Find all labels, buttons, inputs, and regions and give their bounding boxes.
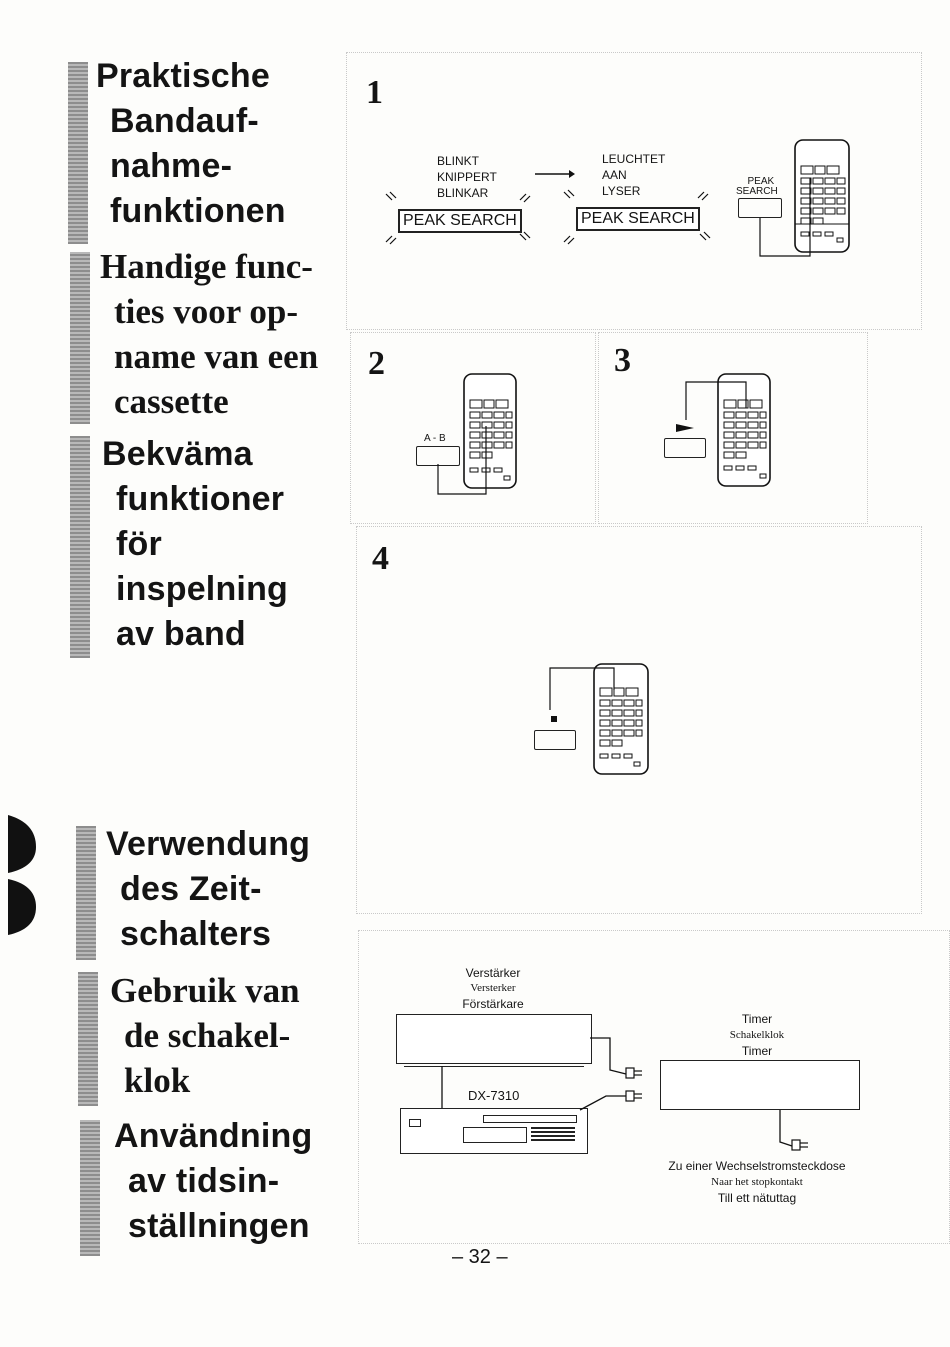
- heading-line: de schakel-: [124, 1016, 291, 1055]
- peak-search-button[interactable]: [738, 198, 782, 218]
- heading-line: inspelning: [116, 570, 288, 608]
- remote-control-icon: [685, 373, 771, 487]
- page-number: – 32 –: [452, 1246, 508, 1268]
- heading-bar: [68, 62, 88, 244]
- panel-step3: [598, 332, 868, 524]
- button-label-line: PEAK: [747, 176, 775, 187]
- heading-line: av band: [116, 615, 246, 653]
- heading-swedish-timer: Användning av tidsin- ställningen: [114, 1114, 312, 1249]
- remote-control-icon: [437, 373, 517, 495]
- panel-step2: [350, 332, 596, 524]
- panel-step1: [346, 52, 922, 330]
- step-number: 2: [368, 345, 385, 382]
- lit-label: LEUCHTET: [602, 152, 666, 166]
- heading-line: cassette: [114, 382, 229, 421]
- heading-line: klok: [124, 1061, 191, 1100]
- heading-swedish-recording: Bekväma funktioner för inspelning av ban…: [102, 432, 288, 657]
- blink-label: BLINKT: [437, 154, 480, 168]
- heading-bar: [78, 972, 98, 1106]
- label-line: Versterker: [470, 982, 516, 994]
- label-line: Timer: [741, 1012, 773, 1026]
- step-number: 1: [366, 74, 383, 111]
- heading-dutch-recording: Handige func- ties voor op- name van een…: [100, 244, 318, 424]
- display-lit: PEAK SEARCH: [576, 207, 700, 231]
- amplifier-base: [404, 1062, 584, 1067]
- label-line: Till ett nätuttag: [717, 1191, 797, 1205]
- power-cable-diagram: [441, 1037, 808, 1151]
- heading-bar: [80, 1120, 100, 1256]
- label-line: Förstärkare: [462, 997, 524, 1011]
- heading-line: ställningen: [128, 1207, 310, 1245]
- deck-model-label: DX-7310: [468, 1088, 520, 1103]
- lit-label: AAN: [602, 168, 627, 182]
- heading-line: av tidsin-: [128, 1162, 280, 1200]
- blink-rays-icon: [385, 191, 531, 245]
- button-label-line: SEARCH: [736, 186, 778, 197]
- label-line: Naar het stopkontakt: [711, 1176, 803, 1188]
- label-line: Verstärker: [465, 966, 521, 980]
- blink-label: KNIPPERT: [437, 170, 497, 184]
- timer-unit: [660, 1060, 860, 1110]
- heading-line: funktionen: [110, 192, 286, 230]
- blink-label: BLINKAR: [437, 186, 489, 200]
- lit-rays-icon: [563, 189, 711, 245]
- heading-line: funktioner: [116, 480, 285, 518]
- step-number: 4: [372, 540, 389, 577]
- remote-control-icon: [549, 663, 649, 775]
- section-tab-marker: [8, 815, 38, 935]
- heading-line: Gebruik van: [110, 971, 300, 1010]
- stop-icon: [551, 716, 557, 722]
- heading-bar: [76, 826, 96, 960]
- timer-label: Timer Schakelklok Timer: [722, 1011, 792, 1059]
- amplifier-unit: [396, 1014, 592, 1064]
- remote-control-icon: [759, 139, 850, 257]
- lit-label: LYSER: [602, 184, 641, 198]
- label-line: Zu einer Wechselstromsteckdose: [668, 1159, 846, 1173]
- heading-dutch-timer: Gebruik van de schakel- klok: [110, 968, 300, 1103]
- heading-bar: [70, 252, 90, 424]
- heading-line: des Zeit-: [120, 870, 262, 908]
- peak-search-button-label: PEAK SEARCH: [736, 177, 778, 197]
- heading-line: nahme-: [110, 147, 233, 185]
- play-button[interactable]: [664, 438, 706, 458]
- panel-step4: [356, 526, 922, 914]
- heading-line: ties voor op-: [114, 292, 299, 331]
- step-number: 3: [614, 342, 631, 379]
- heading-line: Praktische: [96, 57, 270, 95]
- display-blinking: PEAK SEARCH: [398, 209, 522, 233]
- label-line: Schakelklok: [729, 1029, 785, 1041]
- heading-bar: [70, 436, 90, 658]
- heading-line: schalters: [120, 915, 272, 953]
- outlet-label: Zu einer Wechselstromsteckdose Naar het …: [662, 1158, 852, 1206]
- cassette-deck-unit: [400, 1108, 588, 1154]
- heading-german-timer: Verwendung des Zeit- schalters: [106, 822, 310, 957]
- heading-line: Bandauf-: [110, 102, 259, 140]
- heading-line: för: [116, 525, 162, 563]
- deck-model-box: DX-7310: [442, 1080, 568, 1110]
- heading-line: name van een: [114, 337, 319, 376]
- play-icon: [676, 424, 694, 432]
- ab-button-label: A - B: [424, 433, 446, 444]
- heading-line: Handige func-: [100, 247, 313, 286]
- heading-line: Användning: [114, 1117, 313, 1155]
- heading-german-recording: Praktische Bandauf- nahme- funktionen: [96, 54, 286, 234]
- label-line: Timer: [741, 1044, 773, 1058]
- arrow-right-icon: [535, 170, 575, 178]
- heading-line: Bekväma: [102, 435, 253, 473]
- heading-line: Verwendung: [106, 825, 311, 863]
- amplifier-label: Verstärker Versterker Förstärkare: [459, 965, 527, 1012]
- stop-button[interactable]: [534, 730, 576, 750]
